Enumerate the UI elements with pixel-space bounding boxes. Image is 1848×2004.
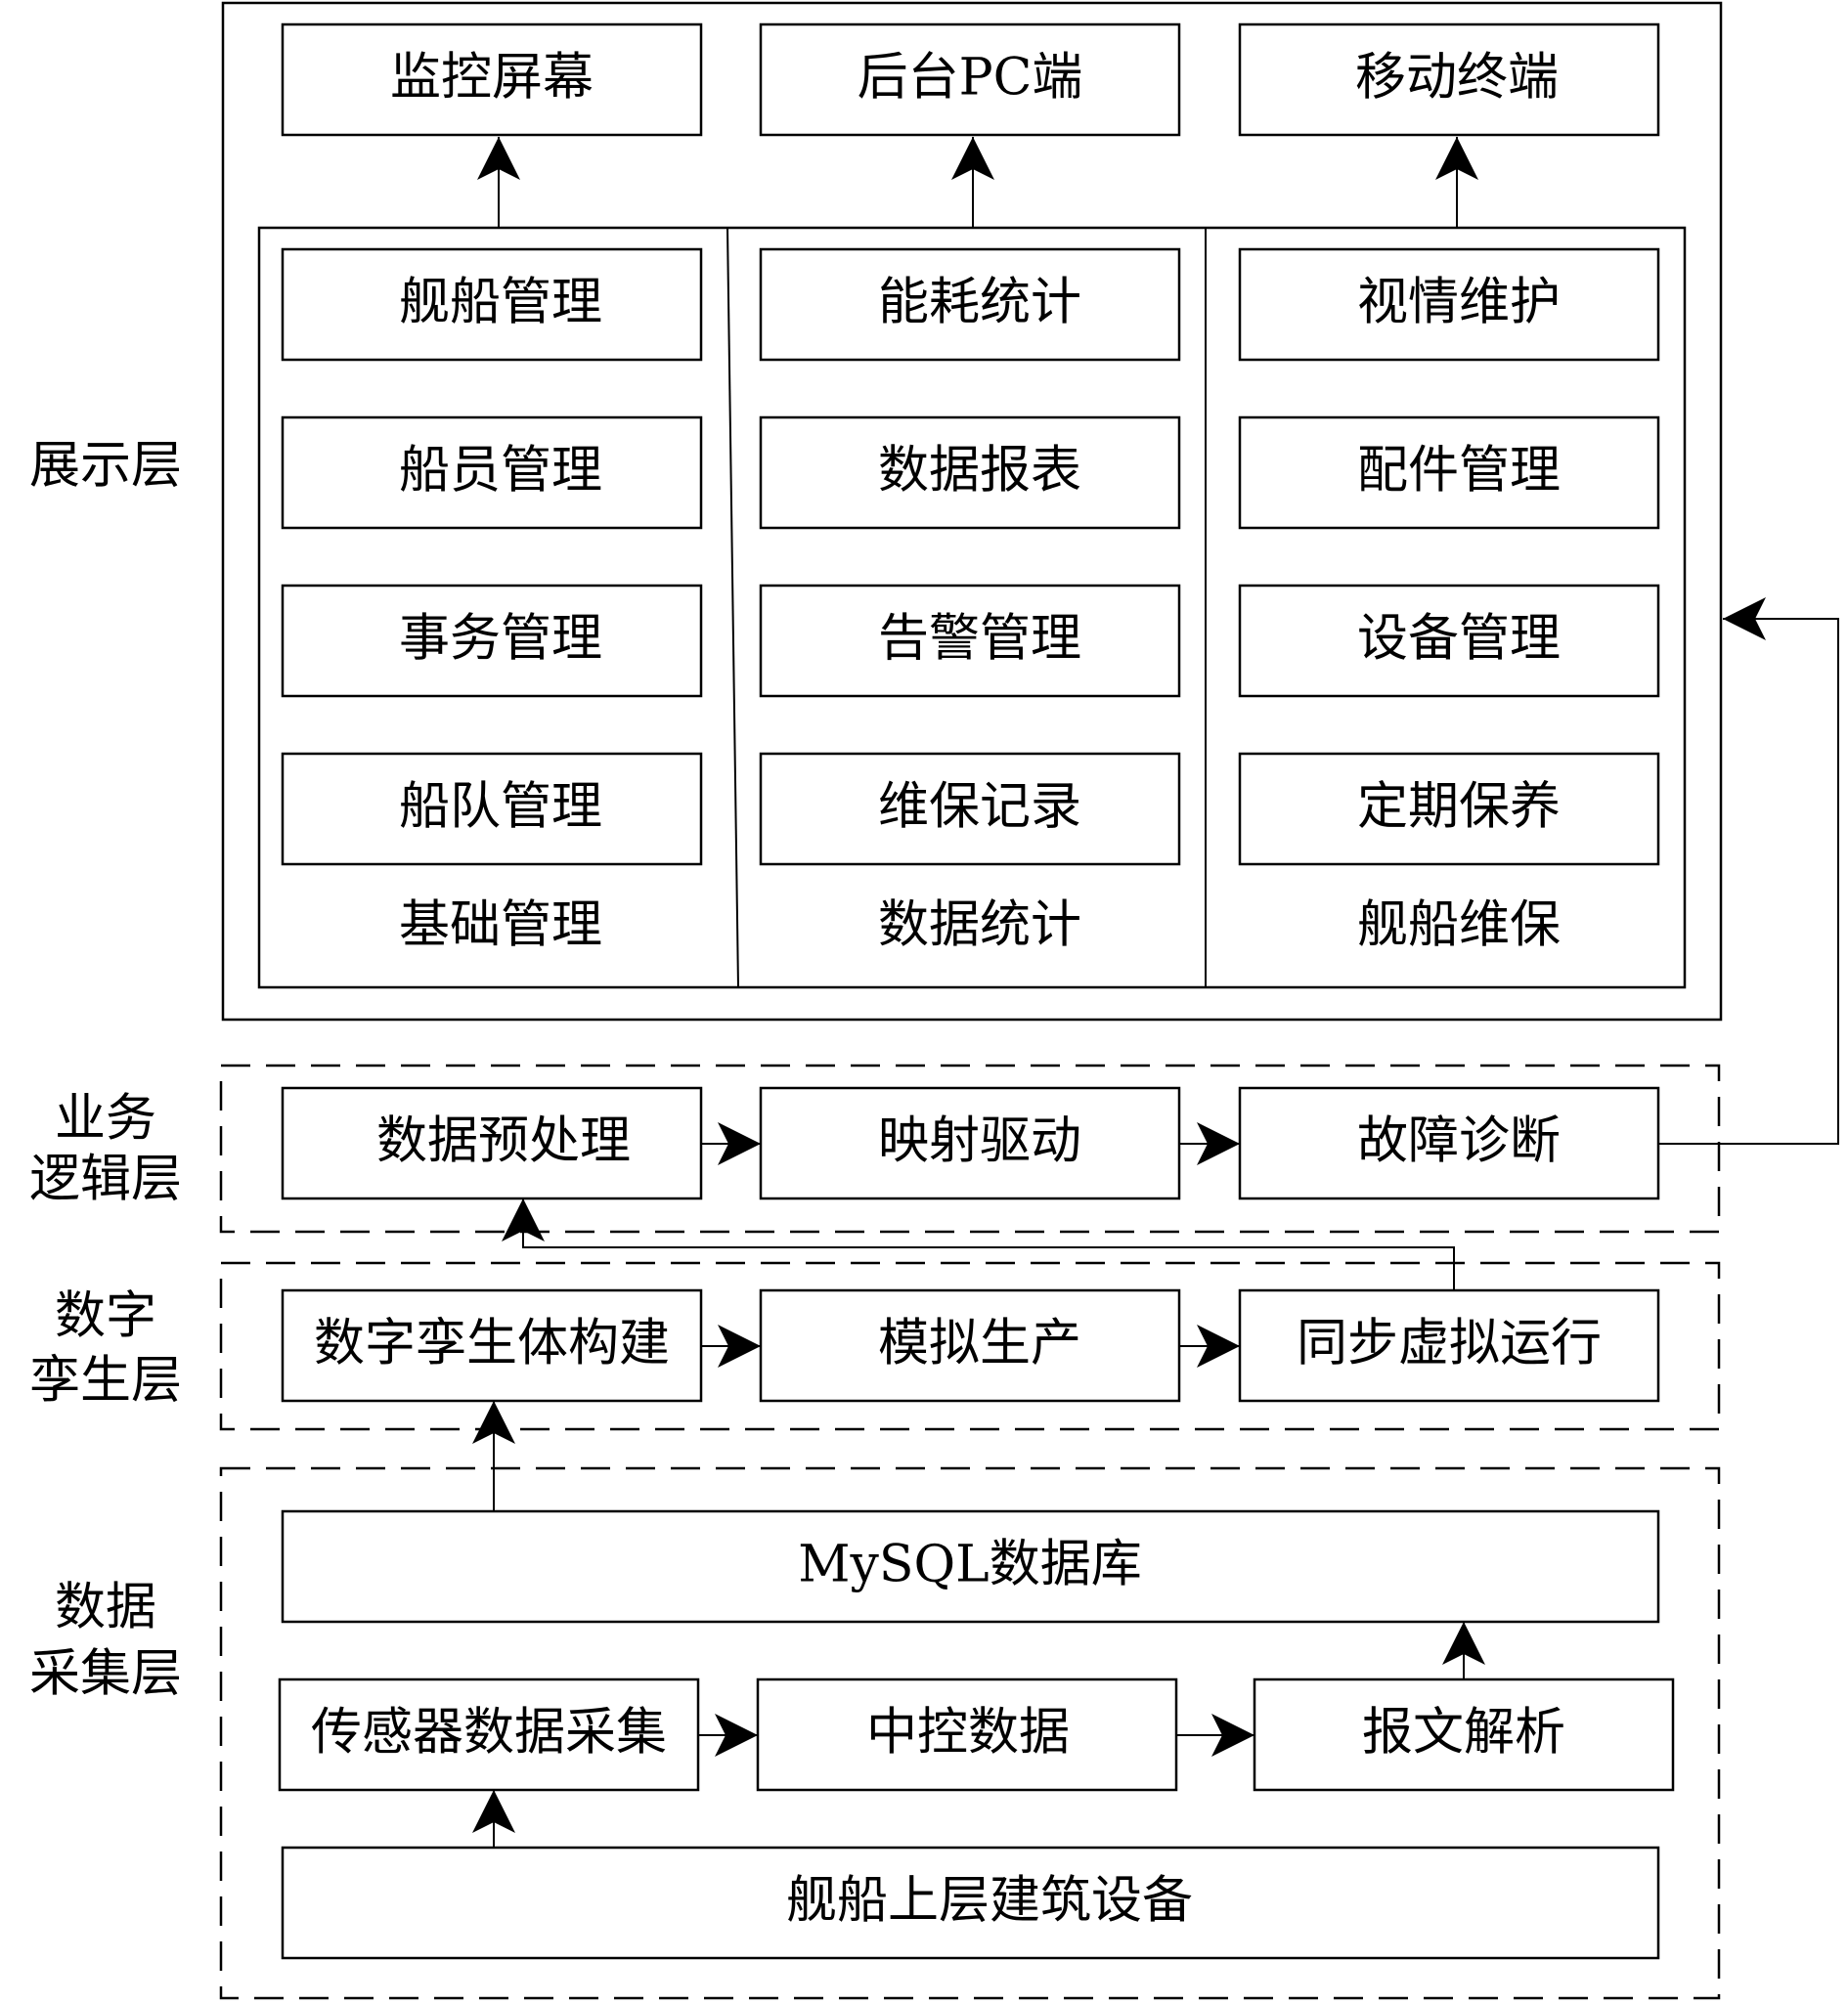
group-title: 舰船维保 (1357, 896, 1561, 955)
node-twin-construction: 数字孪生体构建 (281, 1288, 703, 1403)
digital-twin-layer-frame (219, 1261, 1721, 1431)
module-label: 告警管理 (878, 610, 1081, 669)
module-box (281, 247, 703, 362)
node-mapping-drive: 映射驱动 (759, 1086, 1181, 1200)
node-mysql-database: MySQL数据库 (281, 1509, 1660, 1624)
node-label: 模拟生产 (878, 1315, 1081, 1373)
module-box (759, 752, 1181, 866)
module-box (281, 584, 703, 698)
terminal-monitor-screen: 监控屏幕 (281, 22, 703, 137)
module-box (1238, 415, 1660, 530)
module-label: 能耗统计 (878, 274, 1081, 332)
module-box (759, 584, 1181, 698)
business-logic-layer-frame (219, 1064, 1721, 1234)
module-box (1238, 752, 1660, 866)
data-collection-layer-frame (219, 1466, 1721, 2000)
node-sensor-data-collection: 传感器数据采集 (278, 1677, 700, 1792)
arrow-diagnosis-to-presentation (1658, 597, 1839, 1145)
module-label: 配件管理 (1357, 442, 1561, 501)
node-fault-diagnosis: 故障诊断 (1238, 1086, 1660, 1200)
group-ship-maintenance: 视情维护 配件管理 设备管理 定期保养 舰船维保 (1238, 247, 1660, 955)
terminal-label: 移动终端 (1355, 49, 1559, 108)
node-label: 同步虚拟运行 (1297, 1315, 1602, 1373)
panel-divider-1 (726, 227, 739, 988)
module-box (1238, 247, 1660, 362)
node-label: 映射驱动 (878, 1112, 1081, 1171)
group-data-statistics: 能耗统计 数据报表 告警管理 维保记录 数据统计 (759, 247, 1181, 955)
business-logic-layer-label-line1: 业务 (55, 1090, 156, 1149)
digital-twin-layer-label-line1: 数字 (55, 1287, 156, 1346)
group-title: 数据统计 (878, 896, 1081, 955)
business-logic-layer-label-line2: 逻辑层 (29, 1151, 182, 1209)
module-box (759, 247, 1181, 362)
terminal-label: 后台PC端 (858, 49, 1083, 108)
node-simulated-production: 模拟生产 (759, 1288, 1181, 1403)
node-label: 中控数据 (866, 1704, 1070, 1763)
node-label: MySQL数据库 (798, 1536, 1141, 1594)
modules-panel (257, 226, 1687, 989)
module-box (281, 415, 703, 530)
presentation-layer-label: 展示层 (29, 437, 182, 496)
data-collection-layer-label-line1: 数据 (55, 1579, 156, 1637)
node-label: 数据预处理 (376, 1112, 631, 1171)
node-central-control-data: 中控数据 (756, 1677, 1178, 1792)
presentation-layer-frame (221, 1, 1723, 1022)
node-ship-superstructure-equipment: 舰船上层建筑设备 (281, 1846, 1660, 1960)
node-synchronous-virtual-operation: 同步虚拟运行 (1238, 1288, 1660, 1403)
module-label: 设备管理 (1357, 610, 1561, 669)
node-label: 舰船上层建筑设备 (786, 1872, 1193, 1931)
node-message-parsing: 报文解析 (1253, 1677, 1675, 1792)
node-label: 报文解析 (1362, 1704, 1565, 1763)
terminal-backend-pc: 后台PC端 (759, 22, 1181, 137)
node-label: 故障诊断 (1357, 1112, 1561, 1171)
module-box (759, 415, 1181, 530)
module-box (1238, 584, 1660, 698)
module-label: 数据报表 (878, 442, 1081, 501)
group-basic-management: 舰船管理 船员管理 事务管理 船队管理 基础管理 (281, 247, 703, 955)
node-data-preprocessing: 数据预处理 (281, 1086, 703, 1200)
module-label: 定期保养 (1357, 778, 1561, 837)
arrow-sync-to-preprocessing (502, 1198, 1455, 1290)
group-title: 基础管理 (399, 896, 602, 955)
module-box (281, 752, 703, 866)
module-label: 维保记录 (878, 778, 1081, 837)
module-label: 舰船管理 (399, 274, 602, 332)
node-label: 传感器数据采集 (311, 1704, 667, 1763)
data-collection-layer-label-line2: 采集层 (29, 1645, 182, 1704)
terminal-mobile: 移动终端 (1238, 22, 1660, 137)
terminal-label: 监控屏幕 (390, 49, 594, 108)
node-label: 数字孪生体构建 (314, 1315, 670, 1373)
module-label: 船员管理 (399, 442, 602, 501)
module-label: 事务管理 (399, 610, 602, 669)
module-label: 船队管理 (399, 778, 602, 837)
module-label: 视情维护 (1357, 274, 1561, 332)
digital-twin-layer-label-line2: 孪生层 (29, 1352, 182, 1411)
